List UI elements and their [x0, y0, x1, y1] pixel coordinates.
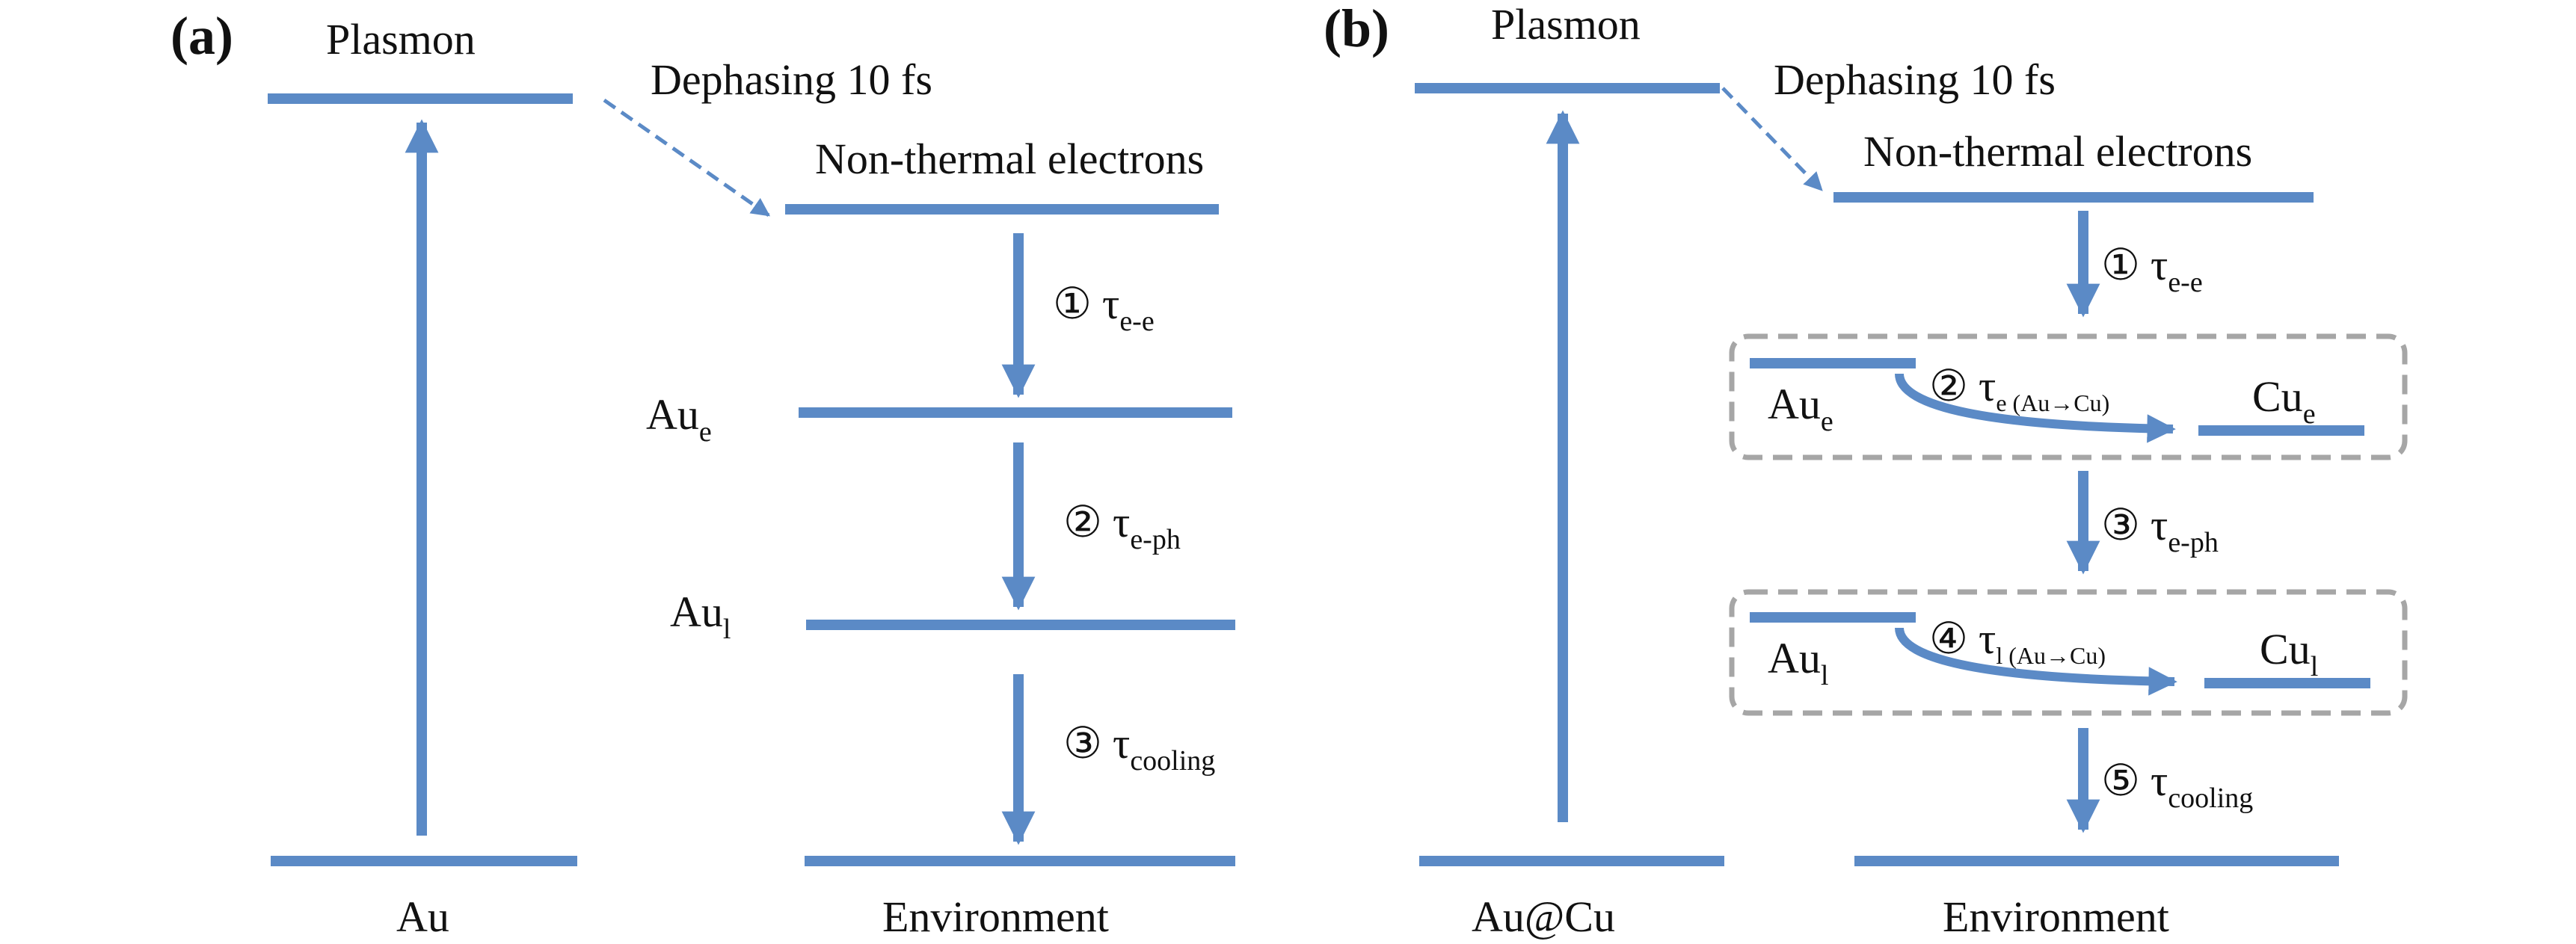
environment-label: Environment [882, 892, 1109, 941]
environment-label: Environment [1943, 892, 2169, 941]
cu-electron-label: Cue [2252, 372, 2316, 430]
panel-a-label: (a) [170, 6, 233, 66]
ground-label: Au@Cu [1472, 892, 1615, 941]
cu-lattice-label: Cul [2260, 625, 2318, 682]
lattice-transfer-arrow [1895, 627, 2177, 696]
dephasing-label: Dephasing 10 fs [651, 55, 932, 104]
dephasing-arrow [603, 98, 771, 218]
plasmon-label: Plasmon [1491, 0, 1641, 49]
nonthermal-label: Non-thermal electrons [1863, 127, 2252, 176]
dephasing-label: Dephasing 10 fs [1774, 55, 2056, 104]
nonthermal-label: Non-thermal electrons [815, 135, 1204, 183]
au-electron-label: Aue [1768, 380, 1833, 437]
panel-a: (a) Plasmon Dephasing 10 fs Non-thermal … [170, 6, 1235, 941]
plasmon-label: Plasmon [326, 15, 476, 64]
electron-transfer-arrow [1895, 373, 2176, 443]
ground-label: Au [396, 892, 449, 941]
panel-b-label: (b) [1324, 0, 1389, 58]
au-electron-label: Aue [646, 390, 712, 448]
au-lattice-label: Aul [1768, 634, 1828, 691]
dephasing-arrow [1721, 87, 1823, 191]
au-lattice-label: Aul [670, 587, 731, 645]
panel-b: (b) Plasmon Dephasing 10 fs Non-thermal … [1324, 0, 2408, 941]
